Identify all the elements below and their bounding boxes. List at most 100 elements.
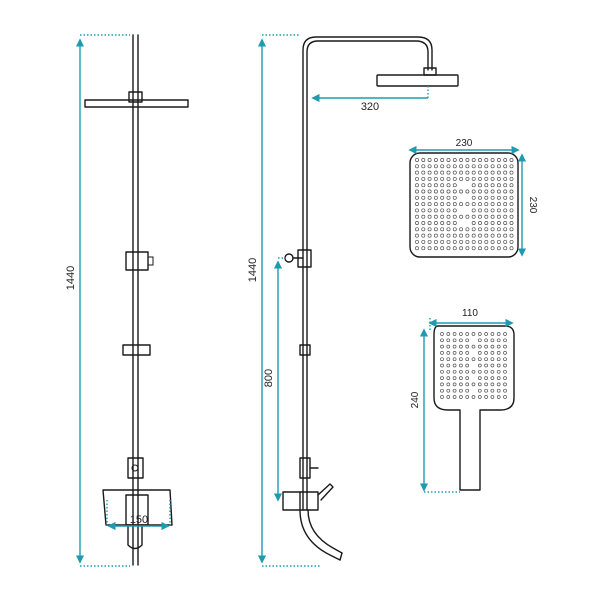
nozzle-dot <box>446 246 451 251</box>
nozzle-dot <box>421 158 426 162</box>
nozzle-dot <box>496 344 501 349</box>
nozzle-dot <box>490 246 495 251</box>
nozzle-dot <box>484 363 488 368</box>
shower-head-side <box>376 74 459 87</box>
nozzle-dot <box>446 195 451 200</box>
nozzle-dot <box>433 202 438 207</box>
nozzle-dot <box>415 164 419 169</box>
nozzle-dot <box>490 170 495 175</box>
nozzle-dot <box>459 351 463 355</box>
nozzle-dot <box>433 189 438 194</box>
pipe-clamp <box>122 344 151 356</box>
square-head-nozzles <box>415 158 514 251</box>
nozzle-dot <box>496 170 501 175</box>
nozzle-dot <box>471 344 476 349</box>
nozzle-dot <box>459 233 464 238</box>
nozzle-dot <box>503 227 508 232</box>
mixer-body-side <box>299 491 319 511</box>
nozzle-dot <box>433 227 438 232</box>
diverter-knob <box>131 464 139 472</box>
nozzle-dot <box>459 395 463 399</box>
nozzle-dot <box>503 221 508 225</box>
nozzle-dot <box>427 239 432 244</box>
nozzle-dot <box>484 351 488 355</box>
nozzle-dot <box>471 233 476 238</box>
nozzle-dot <box>446 382 451 387</box>
nozzle-dot <box>440 332 444 336</box>
nozzle-dot <box>452 239 457 244</box>
head-connector <box>128 91 143 103</box>
nozzle-dot <box>503 202 508 207</box>
nozzle-dot <box>477 338 482 343</box>
nozzle-dot <box>484 338 488 343</box>
nozzle-dot <box>496 351 501 355</box>
nozzle-dot <box>490 189 495 194</box>
nozzle-dot <box>503 176 508 181</box>
nozzle-dot <box>465 344 470 349</box>
nozzle-dot <box>471 332 476 336</box>
nozzle-dot <box>459 332 463 336</box>
nozzle-dot <box>484 227 489 232</box>
nozzle-dot <box>503 183 508 188</box>
nozzle-dot <box>490 233 495 238</box>
nozzle-dot <box>459 344 463 349</box>
nozzle-dot <box>471 214 476 219</box>
hand-shower-outline <box>433 325 515 491</box>
nozzle-dot <box>490 164 495 169</box>
nozzle-dot <box>433 233 438 238</box>
nozzle-dot <box>496 395 501 399</box>
nozzle-dot <box>509 246 514 251</box>
nozzle-dot <box>452 221 457 225</box>
nozzle-dot <box>459 158 464 162</box>
nozzle-dot <box>446 183 451 188</box>
nozzle-dot <box>452 388 457 393</box>
nozzle-dot <box>471 239 476 244</box>
dim-label-mixer-height: 800 <box>263 369 275 387</box>
spout-curve-inner <box>307 509 343 554</box>
nozzle-dot <box>446 351 451 355</box>
nozzle-dot <box>459 176 464 181</box>
nozzle-dot <box>459 388 463 393</box>
nozzle-dot <box>421 176 426 181</box>
nozzle-dot <box>440 357 444 362</box>
nozzle-dot <box>452 233 457 238</box>
nozzle-dot <box>440 233 445 238</box>
nozzle-dot <box>503 214 508 219</box>
nozzle-dot <box>465 202 470 207</box>
nozzle-dot <box>446 176 451 181</box>
nozzle-dot <box>433 170 438 175</box>
nozzle-dot <box>471 246 476 251</box>
nozzle-dot <box>503 332 507 336</box>
nozzle-dot <box>415 208 419 213</box>
nozzle-dot <box>415 246 419 251</box>
nozzle-dot <box>459 357 463 362</box>
nozzle-dot <box>509 233 514 238</box>
nozzle-dot <box>478 239 482 244</box>
nozzle-dot <box>452 369 457 374</box>
nozzle-dot <box>452 170 457 175</box>
nozzle-dot <box>484 376 488 380</box>
nozzle-dot <box>427 158 432 162</box>
nozzle-dot <box>440 214 445 219</box>
nozzle-dot <box>477 363 482 368</box>
hand-shower-detail: 110 240 <box>410 308 515 493</box>
nozzle-dot <box>421 246 426 251</box>
nozzle-dot <box>415 183 419 188</box>
nozzle-dot <box>484 214 489 219</box>
slider-knob <box>147 256 154 266</box>
nozzle-dot <box>465 357 470 362</box>
nozzle-dot <box>484 221 489 225</box>
nozzle-dot <box>490 214 495 219</box>
nozzle-dot <box>496 376 501 380</box>
nozzle-dot <box>503 189 508 194</box>
shower-head-front <box>84 99 189 108</box>
nozzle-dot <box>471 395 476 399</box>
nozzle-dot <box>446 369 451 374</box>
nozzle-dot <box>433 158 438 162</box>
nozzle-dot <box>446 388 451 393</box>
nozzle-dot <box>465 189 470 194</box>
nozzle-dot <box>490 183 495 188</box>
nozzle-dot <box>465 214 470 219</box>
nozzle-dot <box>484 158 489 162</box>
nozzle-dot <box>503 195 508 200</box>
